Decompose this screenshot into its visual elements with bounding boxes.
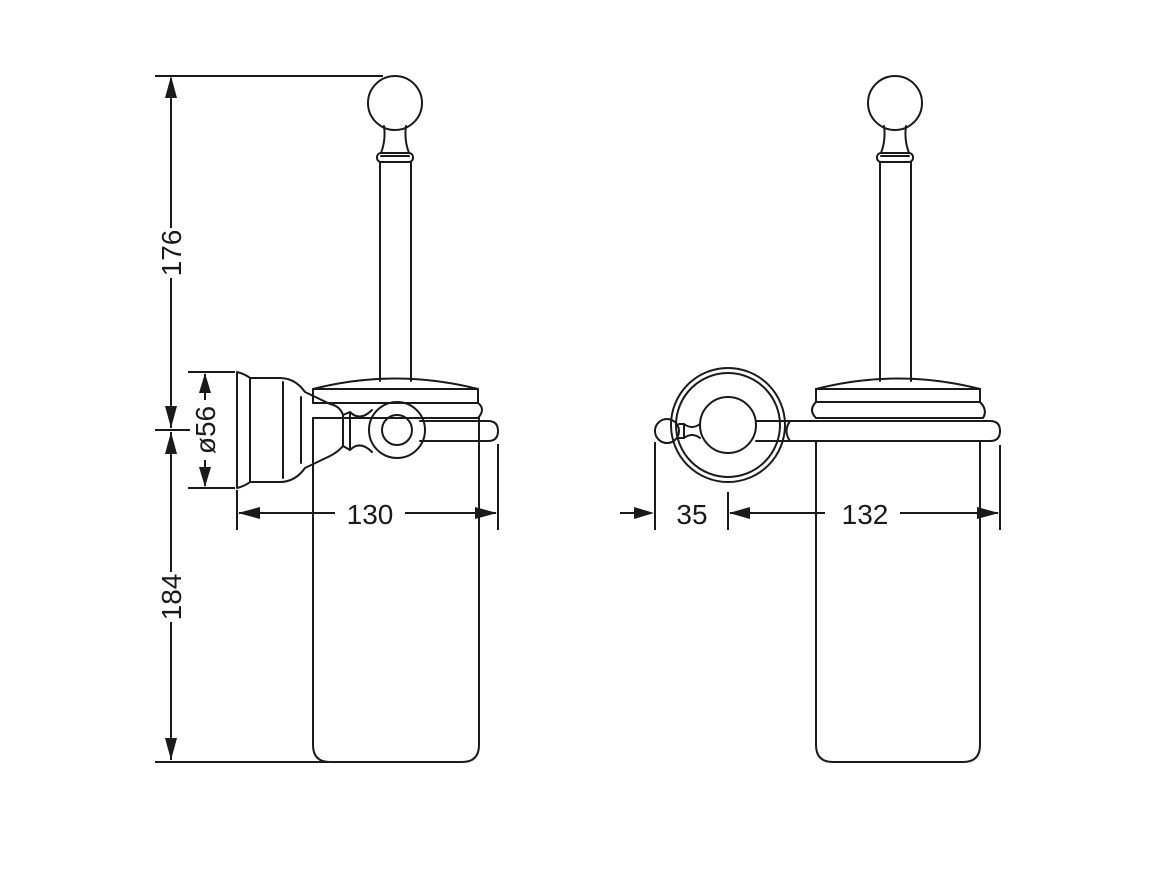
brush-handle-rod <box>879 161 912 382</box>
dimension-diameter-56: ø56 <box>188 371 235 489</box>
dimension-label-132: 132 <box>842 499 889 530</box>
dimension-label-184: 184 <box>156 574 187 621</box>
dimension-132: 132 <box>730 445 1001 530</box>
side-view: 176 184 ø56 130 <box>155 75 499 763</box>
brush-handle-knob <box>367 75 423 163</box>
dimension-label-diameter: ø56 <box>190 406 221 454</box>
dimension-184: 184 <box>155 432 328 763</box>
wall-mount <box>236 371 373 489</box>
holder-arm <box>755 420 1001 442</box>
cup-lid <box>312 377 483 419</box>
dimension-label-176: 176 <box>156 230 187 277</box>
holder-arm <box>368 401 499 459</box>
dimension-176: 176 <box>155 75 383 431</box>
wall-plate <box>654 367 786 483</box>
cup-lid <box>811 377 986 419</box>
front-view: 35 132 <box>620 75 1001 763</box>
brush-handle-knob <box>867 75 923 163</box>
dimension-35: 35 <box>620 442 750 530</box>
cup-body <box>312 417 480 763</box>
dimension-label-130: 130 <box>347 499 394 530</box>
dimension-130: 130 <box>236 444 499 530</box>
brush-handle-rod <box>379 161 412 382</box>
cup-body <box>815 440 981 763</box>
dimension-label-35: 35 <box>676 499 707 530</box>
